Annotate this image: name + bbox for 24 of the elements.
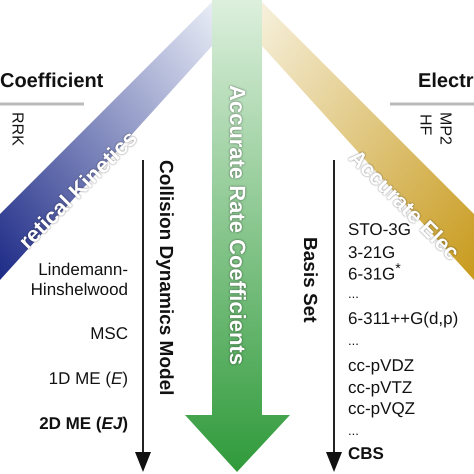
basis-set-label: STO-3G	[348, 220, 411, 240]
basis-set-label: cc-pVQZ	[348, 399, 416, 419]
basis-set-label: cc-pVTZ	[348, 378, 412, 398]
axis-label: Basis Set	[298, 237, 320, 323]
method-label: 1D ME (E)	[48, 369, 128, 389]
method-label: MSC	[89, 324, 128, 344]
method-label: HF	[415, 114, 434, 136]
axis-label: Collision Dynamics Model	[154, 160, 176, 396]
method-label: RRK	[7, 112, 26, 146]
ellipsis-text: ...	[348, 287, 359, 302]
basis-set-label: cc-pVDZ	[348, 356, 414, 376]
basis-set-label: 3-21G	[348, 243, 396, 263]
ellipsis-text: ...	[348, 424, 359, 439]
method-label: 2D ME (EJ)	[38, 414, 128, 434]
method-label: MP2	[435, 112, 454, 145]
arrow-label: Accurate Rate Coefficients	[224, 85, 250, 365]
method-label: Lindemann-Hinshelwood	[30, 260, 128, 300]
basis-set-label: 6-311++G(d,p)	[348, 309, 458, 329]
ellipsis-text: ...	[348, 334, 359, 349]
arrow-shape	[185, 0, 291, 474]
basis-set-label: 6-31G$^{*}$	[348, 261, 401, 284]
heading-text: Electr	[418, 70, 474, 93]
heading-text: Coefficient	[0, 70, 104, 93]
basis-set-label: CBS	[348, 444, 384, 464]
